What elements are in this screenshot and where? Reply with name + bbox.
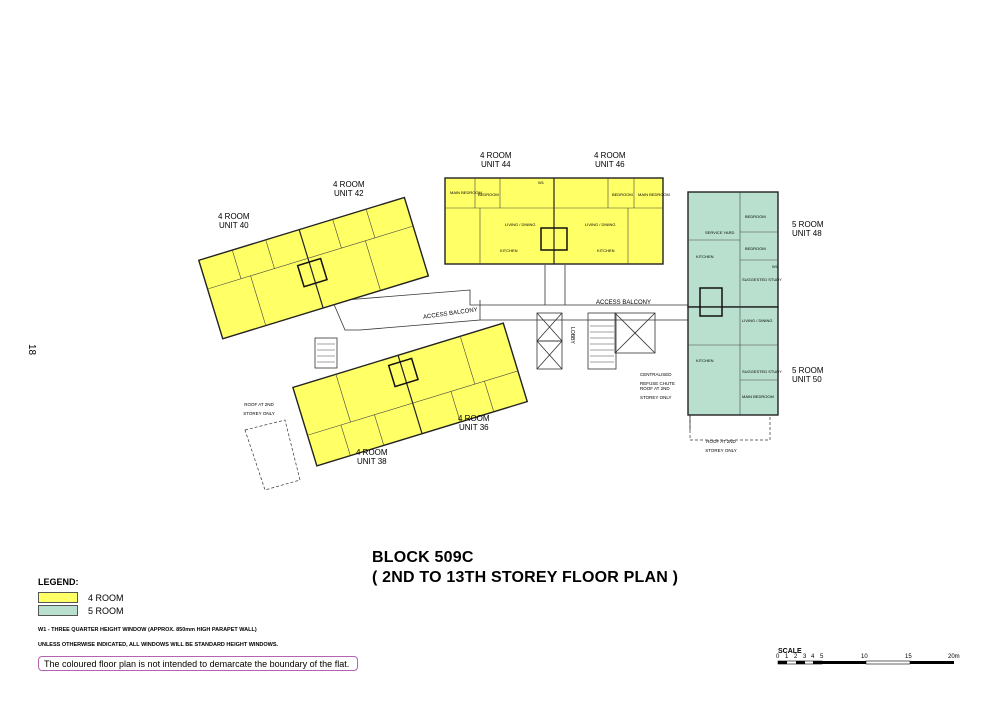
scale-mark: 4	[811, 654, 815, 660]
disclaimer: The coloured floor plan is not intended …	[38, 656, 358, 671]
roof-label: ROOF AT 2ND STOREY ONLY	[640, 386, 672, 400]
wing-units-44-46	[444, 177, 664, 265]
scale-bar	[777, 660, 954, 665]
room-label: KITCHEN	[696, 358, 714, 363]
legend-label: 4 ROOM	[88, 592, 124, 603]
wing-units-48-50	[687, 191, 779, 416]
scale-mark: 0	[776, 654, 780, 660]
legend: LEGEND: 4 ROOM 5 ROOM	[38, 577, 124, 617]
scale-mark: 5	[820, 654, 824, 660]
room-label: W1	[772, 264, 778, 269]
page-number: 18	[26, 343, 38, 356]
refuse-chute-label: CENTRALISED REFUSE CHUTE	[640, 372, 676, 386]
room-label: LIVING / DINING	[585, 222, 616, 227]
room-label: MAIN BEDROOM	[638, 192, 670, 197]
access-balcony-label: ACCESS BALCONY	[596, 300, 652, 306]
note-windows: UNLESS OTHERWISE INDICATED, ALL WINDOWS …	[38, 642, 279, 648]
room-label: SERVICE YARD	[705, 230, 735, 235]
plan-title-line2: ( 2ND TO 13TH STOREY FLOOR PLAN )	[372, 569, 679, 586]
legend-swatch-4-room	[38, 592, 78, 603]
room-label: KITCHEN	[597, 248, 615, 253]
scale-mark: 3	[803, 654, 807, 660]
plan-title-line1: BLOCK 509C	[372, 549, 474, 566]
room-label: BEDROOM	[745, 214, 766, 219]
scale-mark: 2	[794, 654, 798, 660]
legend-swatch-5-room	[38, 605, 78, 616]
legend-item-4-room: 4 ROOM	[38, 591, 124, 604]
room-label: SUGGESTED STUDY	[742, 277, 782, 282]
lift-core	[314, 312, 656, 370]
room-label: BEDROOM	[478, 192, 499, 197]
room-label: LIVING / DINING	[742, 318, 773, 323]
room-label: KITCHEN	[696, 254, 714, 259]
lobby-label: LOBBY	[568, 327, 575, 344]
stair-hatching	[317, 319, 614, 363]
scale-mark: 10	[861, 654, 868, 660]
room-label: MAIN BEDROOM	[742, 394, 774, 399]
room-label: W1	[538, 180, 544, 185]
note-w1: W1 - THREE QUARTER HEIGHT WINDOW (APPROX…	[38, 627, 257, 633]
scale-mark: 15	[905, 654, 912, 660]
room-label: MAIN BEDROOM	[450, 190, 482, 195]
room-label: SUGGESTED STUDY	[742, 369, 782, 374]
wing-units-40-42	[197, 196, 430, 340]
room-label: BEDROOM	[612, 192, 633, 197]
scale-mark: 20m	[948, 654, 960, 660]
legend-heading: LEGEND:	[38, 577, 79, 587]
scale-mark: 1	[785, 654, 789, 660]
legend-label: 5 ROOM	[88, 605, 124, 616]
plan-title: BLOCK 509C ( 2ND TO 13TH STOREY FLOOR PL…	[372, 548, 678, 588]
wing-units-36-38	[292, 322, 529, 467]
room-label: KITCHEN	[500, 248, 518, 253]
roof-label: ROOF AT 2ND STOREY ONLY	[705, 439, 737, 453]
scale-label: SCALE	[778, 648, 802, 655]
room-label: LIVING / DINING	[505, 222, 536, 227]
room-label: BEDROOM	[745, 246, 766, 251]
roof-label: ROOF AT 2ND STOREY ONLY	[243, 402, 275, 416]
legend-item-5-room: 5 ROOM	[38, 604, 124, 617]
roof-outlines	[244, 415, 771, 491]
